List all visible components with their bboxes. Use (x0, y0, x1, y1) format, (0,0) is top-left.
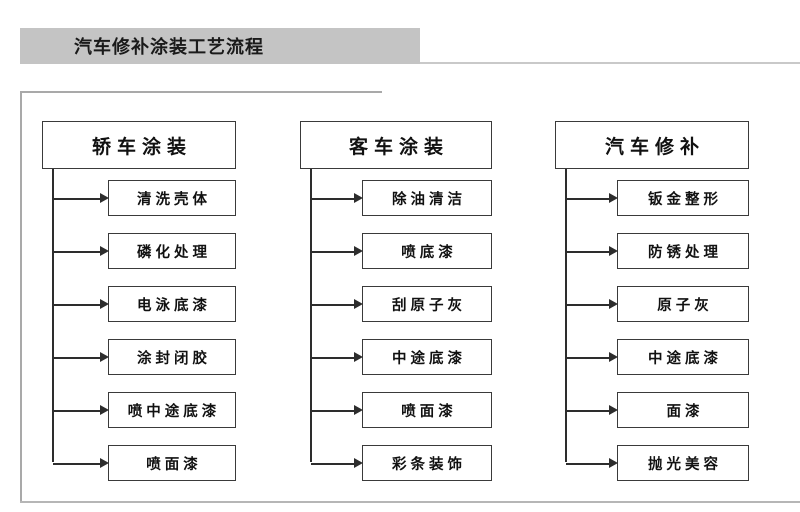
flow-step-box: 面漆 (566, 392, 749, 428)
column-spine-line (310, 169, 312, 462)
flow-step-box: 喷面漆 (311, 392, 492, 428)
connector-line (566, 410, 610, 412)
column-step-list: 除油清洁 喷底漆 刮原子灰 中途底漆 喷面漆 彩条装饰 (311, 180, 492, 481)
arrow-head-icon (354, 246, 363, 256)
flow-step-label: 彩条装饰 (392, 456, 466, 473)
flow-step-box: 涂封闭胶 (53, 339, 236, 375)
flow-column-auto-refinish: 汽车修补 钣金整形 防锈处理 原子灰 中途底漆 面漆 (555, 121, 749, 481)
flow-step-label: 中途底漆 (392, 350, 466, 367)
connector-line (53, 251, 101, 253)
flow-step-box: 彩条装饰 (311, 445, 492, 481)
column-spine-line (565, 169, 567, 462)
column-spine-line (52, 169, 54, 462)
flow-step-box: 喷中途底漆 (53, 392, 236, 428)
connector-line (566, 463, 610, 465)
flow-step-box: 原子灰 (566, 286, 749, 322)
arrow-head-icon (100, 352, 109, 362)
connector-line (311, 463, 355, 465)
arrow-head-icon (354, 352, 363, 362)
arrow-head-icon (609, 458, 618, 468)
arrow-head-icon (609, 246, 618, 256)
flow-step-box: 防锈处理 (566, 233, 749, 269)
flow-step-box: 中途底漆 (566, 339, 749, 375)
flow-step-label: 磷化处理 (137, 244, 211, 261)
connector-line (53, 463, 101, 465)
connector-line (53, 304, 101, 306)
arrow-head-icon (100, 458, 109, 468)
arrow-head-icon (100, 405, 109, 415)
flow-step-label: 喷底漆 (401, 244, 457, 261)
arrow-head-icon (354, 458, 363, 468)
flow-step-label: 清洗壳体 (137, 191, 211, 208)
column-header-label: 汽车修补 (604, 135, 705, 158)
flow-step-label: 面漆 (666, 403, 704, 420)
frame-left-rule (20, 91, 22, 501)
flow-step-box: 清洗壳体 (53, 180, 236, 216)
flow-step-label: 喷面漆 (146, 456, 202, 473)
flow-step-label: 防锈处理 (648, 244, 722, 261)
connector-line (311, 357, 355, 359)
flow-step-box: 除油清洁 (311, 180, 492, 216)
connector-line (53, 198, 101, 200)
arrow-head-icon (100, 299, 109, 309)
arrow-head-icon (354, 405, 363, 415)
flow-step-label: 喷中途底漆 (127, 403, 221, 420)
flow-step-label: 抛光美容 (648, 456, 722, 473)
flow-step-label: 中途底漆 (648, 350, 722, 367)
flow-step-box: 磷化处理 (53, 233, 236, 269)
flow-step-label: 除油清洁 (392, 191, 466, 208)
flow-step-label: 原子灰 (657, 297, 713, 314)
connector-line (311, 251, 355, 253)
column-step-list: 清洗壳体 磷化处理 电泳底漆 涂封闭胶 喷中途底漆 喷面漆 (53, 180, 236, 481)
arrow-head-icon (100, 246, 109, 256)
connector-line (53, 357, 101, 359)
flow-step-label: 喷面漆 (401, 403, 457, 420)
connector-line (566, 198, 610, 200)
column-header-label: 客车涂装 (348, 135, 449, 158)
flow-column-sedan-painting: 轿车涂装 清洗壳体 磷化处理 电泳底漆 涂封闭胶 喷中途底漆 (42, 121, 236, 481)
flow-step-label: 钣金整形 (648, 191, 722, 208)
flow-step-box: 钣金整形 (566, 180, 749, 216)
connector-line (311, 198, 355, 200)
arrow-head-icon (609, 352, 618, 362)
column-header-box: 轿车涂装 (42, 121, 236, 169)
connector-line (311, 304, 355, 306)
flow-step-box: 电泳底漆 (53, 286, 236, 322)
column-header-label: 轿车涂装 (91, 135, 192, 158)
arrow-head-icon (609, 405, 618, 415)
flow-step-label: 电泳底漆 (137, 297, 211, 314)
flow-step-box: 喷底漆 (311, 233, 492, 269)
arrow-head-icon (354, 299, 363, 309)
frame-bottom-rule (20, 501, 800, 503)
flow-step-box: 中途底漆 (311, 339, 492, 375)
flow-step-label: 刮原子灰 (392, 297, 466, 314)
flow-step-box: 刮原子灰 (311, 286, 492, 322)
flow-step-box: 抛光美容 (566, 445, 749, 481)
arrow-head-icon (609, 299, 618, 309)
arrow-head-icon (100, 193, 109, 203)
column-header-box: 客车涂装 (300, 121, 492, 169)
title-underline-rule (420, 62, 800, 64)
column-step-list: 钣金整形 防锈处理 原子灰 中途底漆 面漆 抛光美容 (566, 180, 749, 481)
connector-line (566, 304, 610, 306)
flow-column-bus-painting: 客车涂装 除油清洁 喷底漆 刮原子灰 中途底漆 喷面漆 (300, 121, 492, 481)
flow-step-label: 涂封闭胶 (137, 350, 211, 367)
page-title: 汽车修补涂装工艺流程 (74, 37, 264, 58)
flow-step-box: 喷面漆 (53, 445, 236, 481)
page-title-bar: 汽车修补涂装工艺流程 (20, 28, 420, 64)
connector-line (53, 410, 101, 412)
connector-line (566, 251, 610, 253)
connector-line (311, 410, 355, 412)
frame-top-rule (20, 91, 382, 93)
column-header-box: 汽车修补 (555, 121, 749, 169)
arrow-head-icon (609, 193, 618, 203)
arrow-head-icon (354, 193, 363, 203)
connector-line (566, 357, 610, 359)
